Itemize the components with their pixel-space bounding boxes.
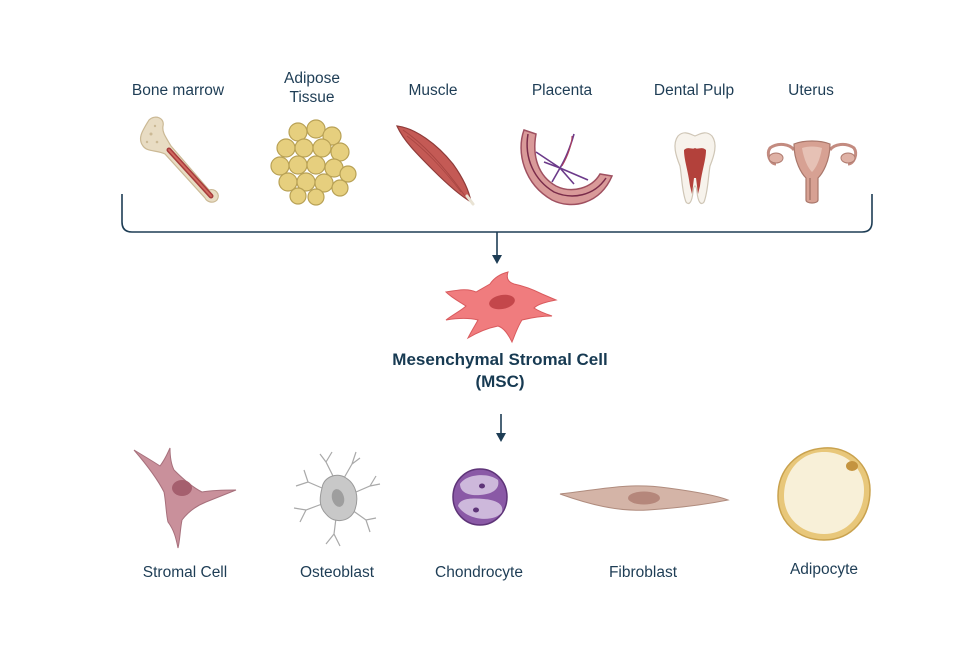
uterus-icon (766, 140, 858, 204)
osteoblast-icon (293, 451, 381, 547)
adipocyte-icon (777, 447, 871, 541)
muscle-icon (396, 125, 475, 206)
output-label-stromal-cell: Stromal Cell (142, 564, 228, 581)
placenta-icon (520, 129, 614, 206)
msc-title-line1: Mesenchymal Stromal Cell (392, 350, 608, 369)
output-label-fibroblast: Fibroblast (608, 564, 678, 581)
source-label-bone-marrow: Bone marrow (131, 82, 225, 99)
bone-marrow-icon (139, 116, 219, 203)
tooth-icon (674, 132, 716, 205)
chondrocyte-icon (452, 468, 508, 526)
msc-title-line2: (MSC) (475, 372, 525, 391)
stromal-cell-icon (133, 447, 237, 549)
output-label-chondrocyte: Chondrocyte (435, 564, 523, 581)
adipose-tissue-icon (270, 119, 357, 206)
source-label-uterus: Uterus (788, 82, 834, 99)
output-label-adipocyte: Adipocyte (789, 561, 859, 578)
output-label-osteoblast: Osteoblast (299, 564, 375, 581)
source-label-placenta: Placenta (531, 82, 593, 99)
source-label-dental-pulp: Dental Pulp (653, 82, 735, 99)
msc-cell-icon (444, 271, 558, 344)
source-label-muscle: Muscle (408, 82, 458, 99)
fibroblast-icon (559, 485, 730, 511)
